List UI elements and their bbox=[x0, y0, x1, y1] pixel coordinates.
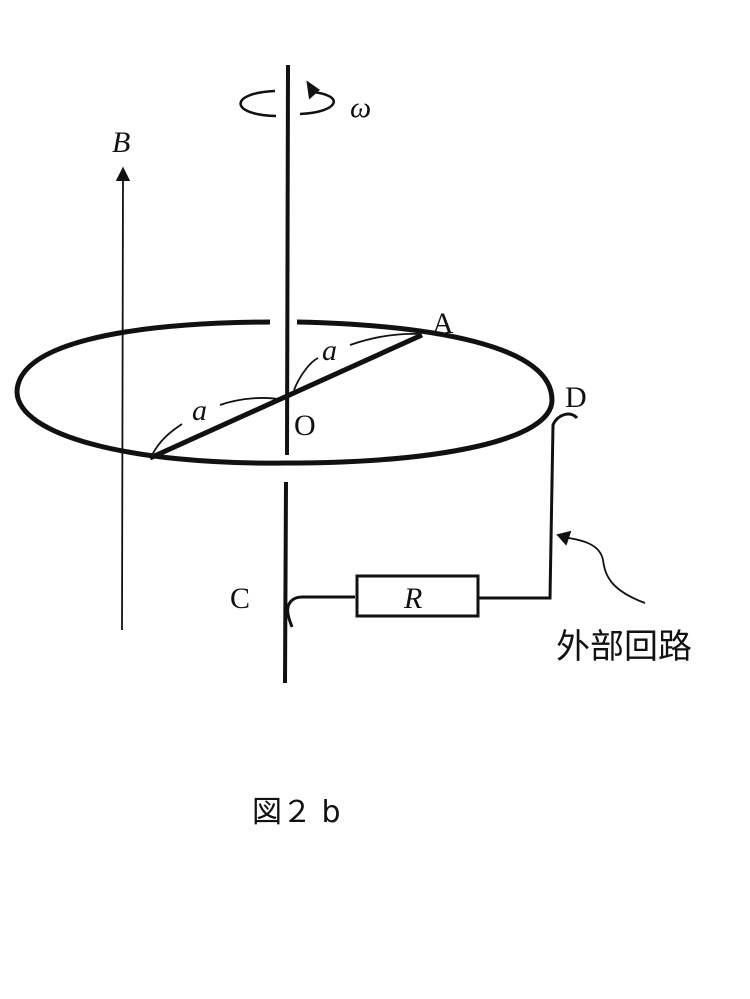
resistor-label: R bbox=[403, 582, 422, 615]
point-a-label: A bbox=[432, 307, 454, 340]
magnetic-field-arrow bbox=[115, 166, 131, 631]
disk-rim bbox=[14, 319, 555, 466]
rotation-axis bbox=[283, 64, 290, 684]
pointer-arrow-icon bbox=[556, 530, 646, 604]
external-circuit-label: 外部回路 bbox=[556, 627, 692, 667]
field-label: B bbox=[112, 126, 130, 159]
radius-label-upper: a bbox=[322, 334, 337, 367]
figure-caption: 図２ b bbox=[252, 795, 341, 830]
omega-label: ω bbox=[350, 91, 371, 124]
radius-label-lower: a bbox=[192, 394, 207, 427]
radius-markers bbox=[151, 332, 421, 456]
resistor bbox=[355, 574, 480, 618]
conductor-rod bbox=[148, 332, 424, 461]
point-d-label: D bbox=[565, 381, 587, 414]
external-circuit-wire bbox=[286, 412, 579, 628]
point-o-label: O bbox=[294, 409, 316, 442]
point-c-label: C bbox=[230, 582, 250, 615]
rotation-arrow-icon bbox=[239, 80, 335, 118]
